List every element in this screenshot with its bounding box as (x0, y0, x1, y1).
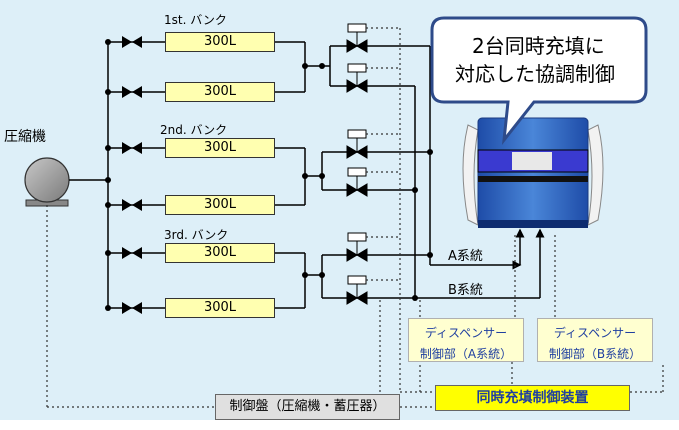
bank-1-label: 1st. バンク (164, 13, 227, 27)
dispenser-controller-b-line2: 制御部（B系統） (548, 347, 642, 361)
tank-bank1-b: 300L (165, 82, 275, 102)
manual-valves (122, 36, 142, 314)
sync-controller-box: 同時充填制御装置 (435, 385, 630, 411)
callout-line-1: 2台同時充填に (472, 34, 605, 58)
bank-3-label: 3rd. バンク (164, 228, 229, 242)
compressor-label: 圧縮機 (4, 129, 46, 145)
tank-bank2-b: 300L (165, 195, 275, 215)
dispenser-controller-b-line1: ディスペンサー (553, 326, 637, 340)
dispenser-controller-a: ディスペンサー 制御部（A系統） (408, 318, 524, 362)
junction-dots (105, 39, 433, 311)
tank-bank3-a: 300L (165, 243, 275, 263)
tank-bank1-a: 300L (165, 32, 275, 52)
line-a-label: A系統 (448, 249, 483, 264)
control-panel-box: 制御盤（圧縮機・蓄圧器） (215, 394, 400, 420)
dispenser-controller-a-line2: 制御部（A系統） (419, 347, 513, 361)
tank-bank2-a: 300L (165, 138, 275, 158)
line-b-label: B系統 (448, 283, 483, 298)
callout-bubble (430, 16, 648, 145)
actuated-valves (346, 23, 368, 305)
dispenser-controller-b: ディスペンサー 制御部（B系統） (537, 318, 653, 362)
dispenser-icon (462, 117, 604, 228)
signal-lines (46, 27, 664, 408)
dispenser-controller-a-line1: ディスペンサー (424, 326, 508, 340)
tank-bank3-b: 300L (165, 298, 275, 318)
bank-2-label: 2nd. バンク (160, 123, 228, 137)
callout-line-2: 対応した協調制御 (455, 62, 615, 86)
